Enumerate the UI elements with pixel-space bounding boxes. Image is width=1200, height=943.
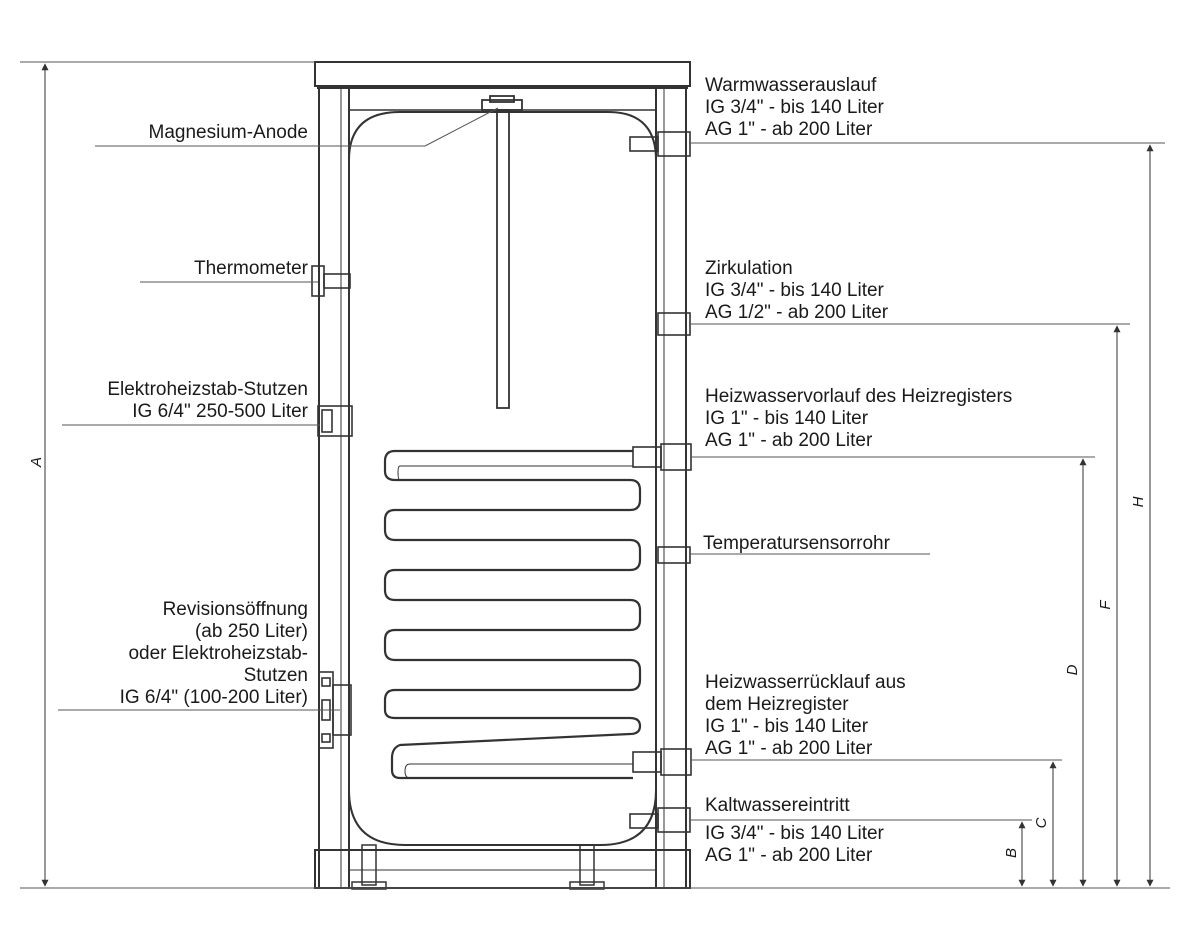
- label-line: IG 3/4" - bis 140 Liter: [705, 97, 885, 118]
- label-line: Kaltwassereintritt: [705, 795, 850, 816]
- label-line: (ab 250 Liter): [195, 621, 308, 642]
- label-line: Stutzen: [244, 665, 308, 686]
- label-revision: Revisionsöffnung (ab 250 Liter) oder Ele…: [120, 599, 308, 708]
- label-line: Heizwasservorlauf des Heizregisters: [705, 386, 1012, 407]
- dim-c: C: [1033, 817, 1050, 828]
- dim-d: D: [1064, 664, 1081, 675]
- label-line: AG 1" - ab 200 Liter: [705, 119, 873, 140]
- dim-h: H: [1130, 496, 1147, 507]
- label-line: IG 1" - bis 140 Liter: [705, 716, 869, 737]
- label-line: oder Elektroheizstab-: [128, 643, 308, 664]
- label-anode: Magnesium-Anode: [149, 122, 308, 143]
- connection-sensor: [657, 546, 691, 564]
- heating-coil: [383, 449, 642, 780]
- connection-warmwasser: [629, 131, 691, 157]
- connection-elektro: [317, 405, 353, 437]
- label-line: Zirkulation: [705, 258, 793, 279]
- label-line: Warmwasserauslauf: [705, 75, 877, 96]
- label-sensor: Temperatursensorrohr: [703, 533, 891, 554]
- label-line: Elektroheizstab-Stutzen: [107, 379, 308, 400]
- dimension-arrows: [41, 63, 1154, 887]
- label-warmwasser: Warmwasserauslauf IG 3/4" - bis 140 Lite…: [705, 75, 885, 140]
- label-line: Magnesium-Anode: [149, 122, 308, 143]
- label-line: IG 1" - bis 140 Liter: [705, 408, 869, 429]
- magnesium-anode: [481, 95, 523, 409]
- label-vorlauf: Heizwasservorlauf des Heizregisters IG 1…: [705, 386, 1012, 451]
- dimension-letters: A H F D C B: [28, 457, 1147, 858]
- connection-thermometer: [311, 265, 351, 297]
- dim-b: B: [1003, 848, 1020, 858]
- label-line: IG 3/4" - bis 140 Liter: [705, 823, 885, 844]
- label-line: Revisionsöffnung: [163, 599, 308, 620]
- label-line: Temperatursensorrohr: [703, 533, 891, 554]
- label-line: AG 1" - ab 200 Liter: [705, 430, 873, 451]
- label-line: Thermometer: [194, 258, 309, 279]
- label-line: IG 6/4" 250-500 Liter: [132, 401, 308, 422]
- label-zirkulation: Zirkulation IG 3/4" - bis 140 Liter AG 1…: [705, 258, 889, 323]
- label-line: IG 6/4" (100-200 Liter): [120, 687, 308, 708]
- connection-ruecklauf: [632, 748, 692, 776]
- label-thermometer: Thermometer: [194, 258, 309, 279]
- label-line: AG 1" - ab 200 Liter: [705, 738, 873, 759]
- dim-a: A: [28, 457, 45, 468]
- connection-kaltwasser: [629, 807, 691, 833]
- label-line: AG 1/2" - ab 200 Liter: [705, 302, 889, 323]
- dim-f: F: [1097, 600, 1114, 610]
- label-ruecklauf: Heizwasserrücklauf aus dem Heizregister …: [705, 672, 906, 759]
- label-line: dem Heizregister: [705, 694, 849, 715]
- outer-casing: [314, 61, 691, 889]
- inner-tank: [348, 111, 657, 890]
- label-kaltwasser: Kaltwassereintritt IG 3/4" - bis 140 Lit…: [705, 795, 885, 866]
- label-line: Heizwasserrücklauf aus: [705, 672, 906, 693]
- label-line: AG 1" - ab 200 Liter: [705, 845, 873, 866]
- label-elektro: Elektroheizstab-Stutzen IG 6/4" 250-500 …: [107, 379, 308, 422]
- leader-lines: [20, 61, 1170, 889]
- label-line: IG 3/4" - bis 140 Liter: [705, 280, 885, 301]
- connection-vorlauf: [632, 443, 692, 471]
